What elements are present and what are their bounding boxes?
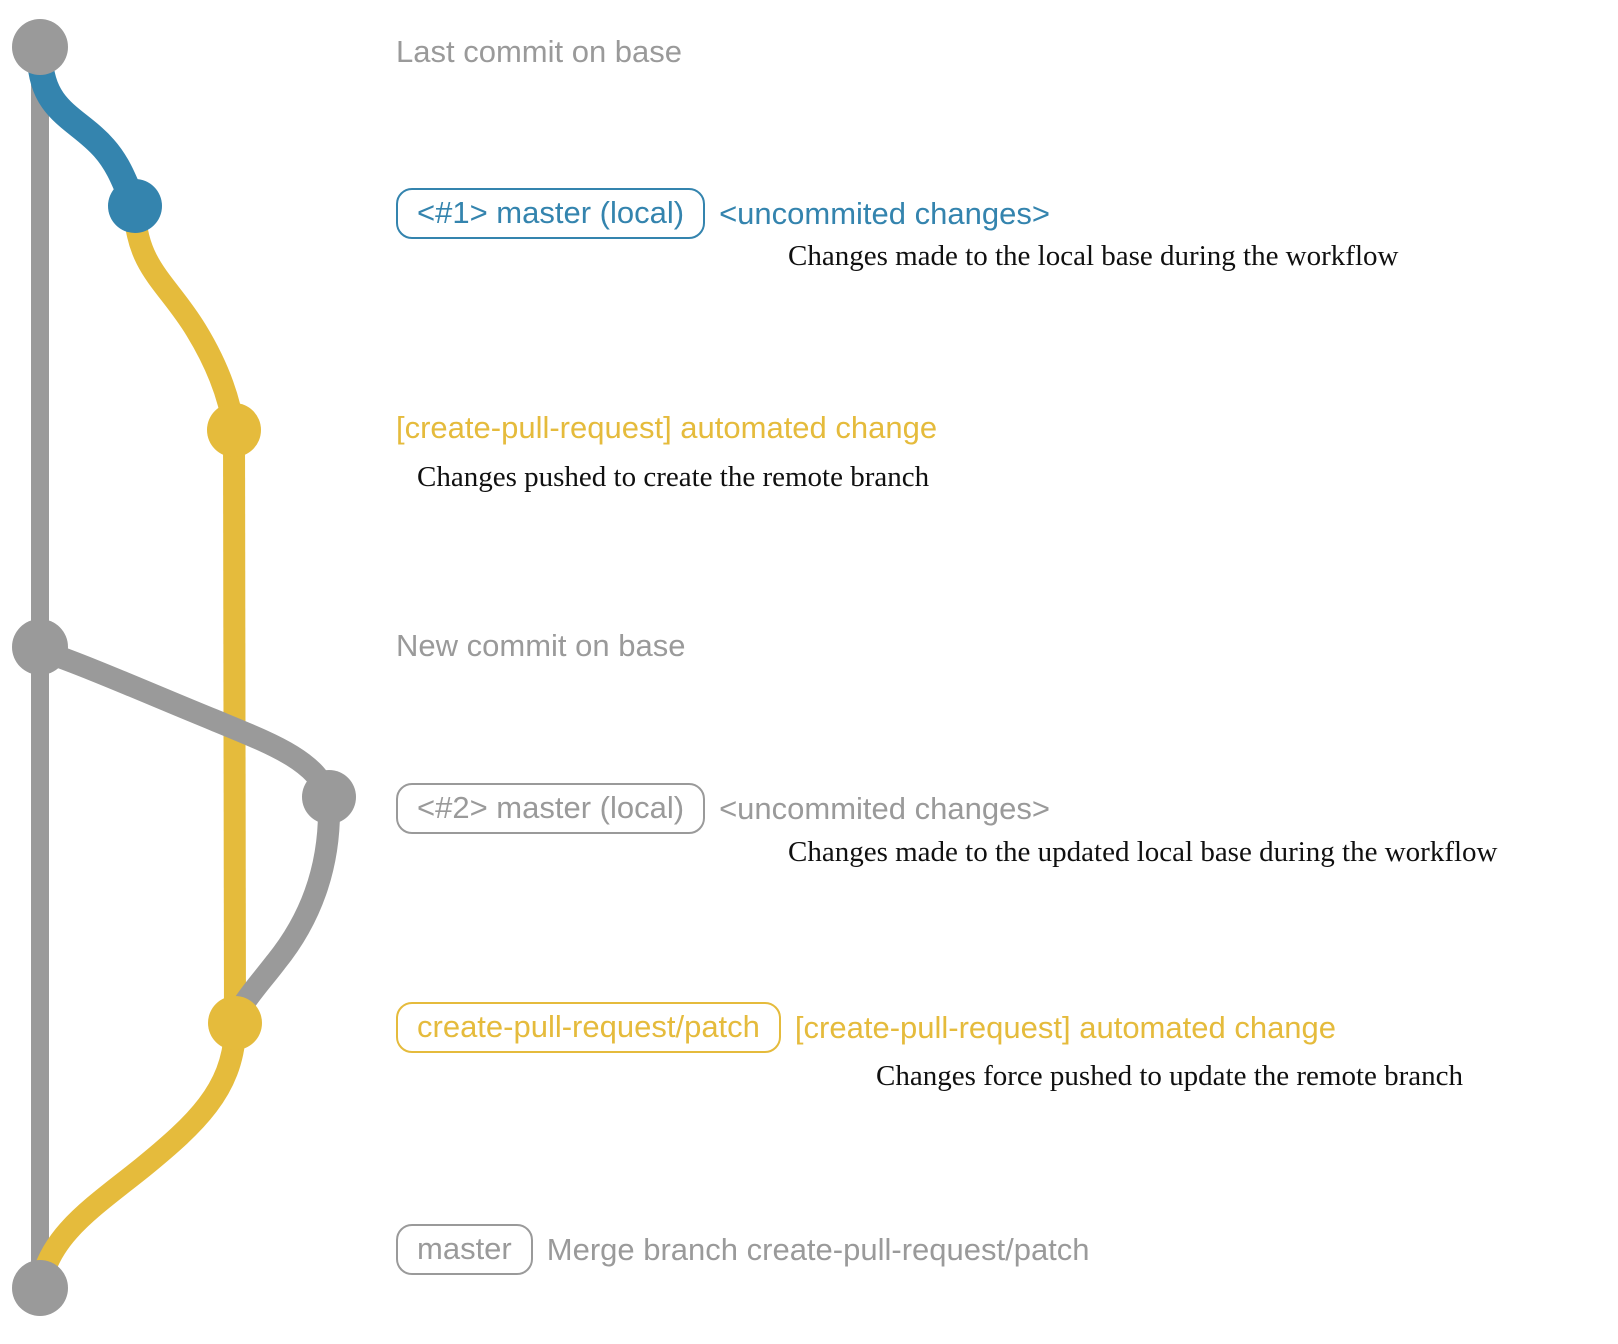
commit-row-main: [create-pull-request] automated change <box>396 412 937 443</box>
commit-description: Changes pushed to create the remote bran… <box>417 461 930 493</box>
commit-subject: [create-pull-request] automated change <box>396 410 938 445</box>
commit-subject: <uncommited changes> <box>719 791 1050 826</box>
node-local-2 <box>302 770 356 824</box>
node-base-top <box>12 19 68 75</box>
commit-description: Changes force pushed to update the remot… <box>876 1060 1464 1092</box>
node-patch-1 <box>207 403 261 457</box>
commit-description: Changes made to the updated local base d… <box>788 836 1498 868</box>
node-merge <box>12 1260 68 1316</box>
commit-row-local-1: <#1> master (local) <uncommited changes> <box>396 188 1050 239</box>
edge-patch2-to-merge <box>29 1021 246 1299</box>
node-local-1 <box>108 179 162 233</box>
commit-row-main: Last commit on base <box>396 36 682 67</box>
commit-row-local-2: <#2> master (local) <uncommited changes> <box>396 783 1050 834</box>
branch-badge-create-pull-request-patch[interactable]: create-pull-request/patch <box>396 1002 781 1053</box>
commit-subject: <uncommited changes> <box>719 196 1050 231</box>
commit-row-main: create-pull-request/patch [create-pull-r… <box>396 1002 1336 1053</box>
commit-subject: [create-pull-request] automated change <box>794 1010 1337 1045</box>
node-base-new <box>12 619 68 675</box>
commit-row-last-commit-on-base: Last commit on base <box>396 36 682 67</box>
commit-row-main: New commit on base <box>396 630 685 661</box>
commit-row-main: <#1> master (local) <uncommited changes> <box>396 188 1050 239</box>
commit-subject: Merge branch create-pull-request/patch <box>546 1232 1090 1267</box>
edge-local1-to-patch1 <box>124 203 245 441</box>
commit-subject: New commit on base <box>396 628 686 663</box>
branch-badge-master-local-1[interactable]: <#1> master (local) <box>396 188 706 239</box>
edge-basenew-to-local2 <box>29 639 340 808</box>
branch-badge-master[interactable]: master <box>396 1224 533 1275</box>
branch-badge-master-local-2[interactable]: <#2> master (local) <box>396 783 706 834</box>
commit-row-new-commit-on-base: New commit on base <box>396 630 685 661</box>
commit-row-main: master Merge branch create-pull-request/… <box>396 1224 1090 1275</box>
node-patch-2 <box>208 996 262 1050</box>
commit-row-merge: master Merge branch create-pull-request/… <box>396 1224 1090 1275</box>
commit-description: Changes made to the local base during th… <box>788 240 1399 272</box>
commit-subject: Last commit on base <box>396 34 683 69</box>
commit-row-automated-change-1: [create-pull-request] automated change <box>396 412 937 443</box>
commit-row-main: <#2> master (local) <uncommited changes> <box>396 783 1050 834</box>
commit-row-automated-change-2: create-pull-request/patch [create-pull-r… <box>396 1002 1336 1053</box>
